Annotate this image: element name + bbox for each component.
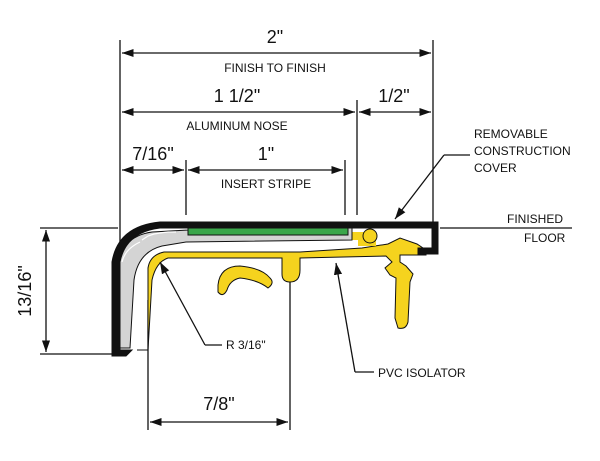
nose-dimension: 1 1/2" — [214, 86, 260, 106]
construction-cover — [111, 221, 439, 357]
overall-dimension: 2" — [267, 27, 283, 47]
overall-label: FINISH TO FINISH — [224, 61, 326, 75]
pvc-isolator — [137, 228, 427, 351]
dimension-lines — [41, 48, 431, 427]
height-dimension: 13/16" — [15, 265, 35, 316]
finished-floor-label-2: FLOOR — [524, 231, 566, 245]
callout-leaders — [159, 154, 572, 373]
removable-cover-label-3: COVER — [474, 161, 517, 175]
aluminum-nose — [117, 225, 353, 349]
radius-label: R 3/16" — [226, 338, 266, 352]
nose-label: ALUMINUM NOSE — [186, 119, 287, 133]
stripe-dimension: 1" — [258, 144, 274, 164]
removable-cover-label-2: CONSTRUCTION — [474, 144, 571, 158]
cover-dimension: 1/2" — [378, 86, 409, 106]
stripe-label: INSERT STRIPE — [221, 177, 311, 191]
offset-dimension: 7/16" — [132, 144, 173, 164]
removable-cover-label-1: REMOVABLE — [474, 127, 548, 141]
pvc-isolator-label: PVC ISOLATOR — [378, 366, 466, 380]
finished-floor-label-1: FINISHED — [507, 212, 563, 226]
bottom-dimension: 7/8" — [203, 394, 234, 414]
extension-lines — [40, 40, 434, 430]
